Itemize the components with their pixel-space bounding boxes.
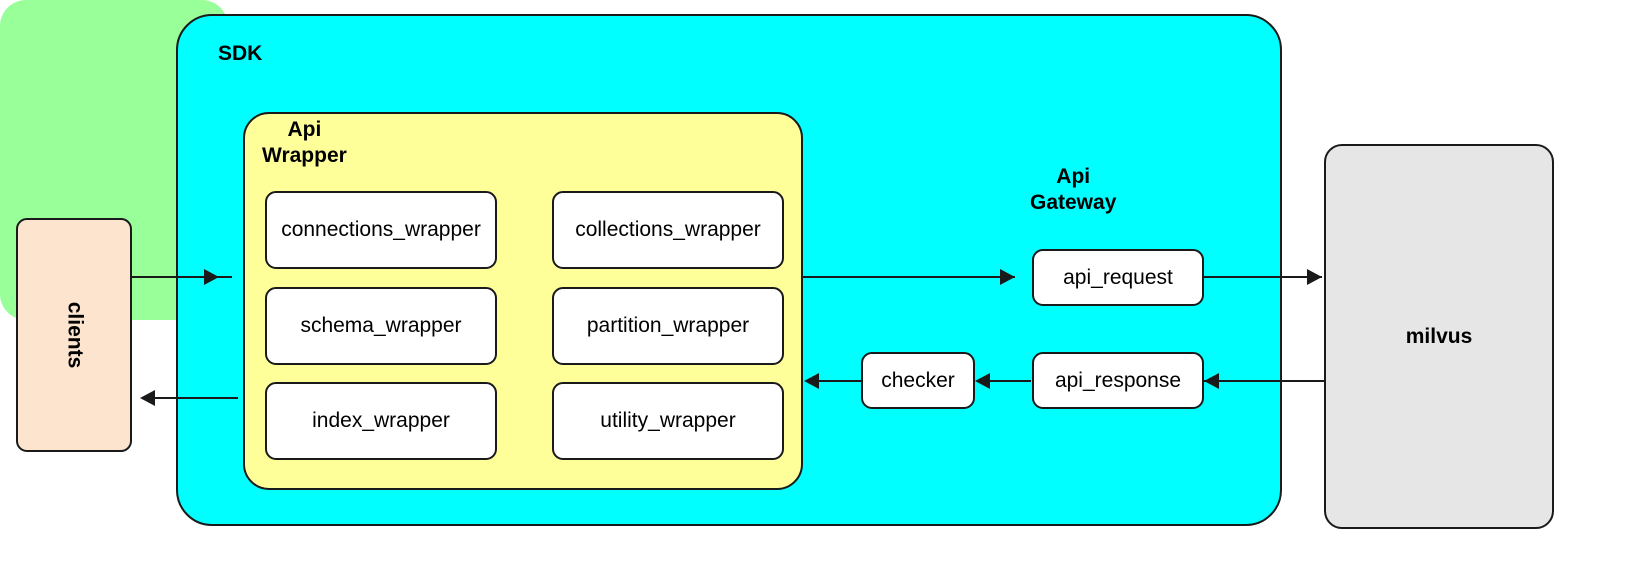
edge-checker-to-api-wrapper (806, 380, 862, 382)
api-gateway-title: Api Gateway (1030, 165, 1117, 215)
api-wrapper-title: Api Wrapper (262, 118, 347, 168)
sdk-title: SDK (218, 42, 263, 65)
arrow-right-icon (1307, 269, 1322, 285)
node-schema-wrapper[interactable]: schema_wrapper (265, 287, 497, 365)
arrow-left-icon (804, 373, 819, 389)
node-index-wrapper[interactable]: index_wrapper (265, 382, 497, 460)
node-api-request[interactable]: api_request (1032, 249, 1204, 306)
node-partition-wrapper[interactable]: partition_wrapper (552, 287, 784, 365)
arrow-right-icon (1000, 269, 1015, 285)
arrow-left-icon (975, 373, 990, 389)
arrow-left-icon (140, 390, 155, 406)
edge-api-request-to-milvus (1204, 276, 1322, 278)
edge-milvus-to-api-response (1204, 380, 1324, 382)
node-clients[interactable]: clients (16, 218, 132, 452)
node-milvus[interactable]: milvus (1324, 144, 1554, 529)
edge-api-wrapper-to-clients (146, 397, 238, 399)
arrow-right-icon (204, 269, 219, 285)
node-utility-wrapper[interactable]: utility_wrapper (552, 382, 784, 460)
node-collections-wrapper[interactable]: collections_wrapper (552, 191, 784, 269)
node-api-response[interactable]: api_response (1032, 352, 1204, 409)
edge-api-wrapper-to-api-request (801, 276, 1015, 278)
node-clients-label: clients (63, 301, 86, 369)
node-checker[interactable]: checker (861, 352, 975, 409)
edge-clients-to-api-wrapper (132, 276, 232, 278)
edge-api-response-to-checker (977, 380, 1031, 382)
node-connections-wrapper[interactable]: connections_wrapper (265, 191, 497, 269)
arrow-left-icon (1204, 373, 1219, 389)
